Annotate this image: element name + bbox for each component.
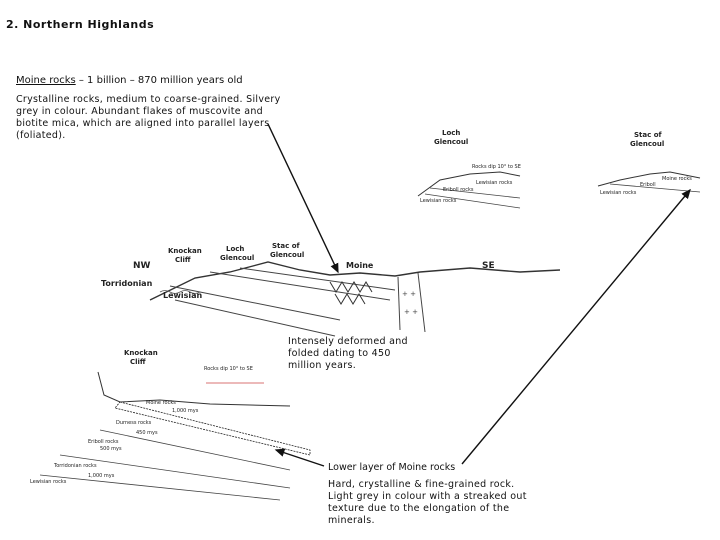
- thrust-line-2: [174, 299, 336, 337]
- knockan-durness-age: 450 mys: [136, 430, 158, 436]
- knockan-cliff-label: Cliff: [175, 256, 191, 264]
- loch-glencoul-label: Loch: [226, 245, 244, 253]
- moine-fold-hatching: [329, 281, 373, 305]
- stac-glencoul-title: Stac of: [634, 131, 663, 139]
- granite-crosses: + +: [402, 290, 416, 298]
- stac-eriboll-label: Eriboll: [640, 182, 656, 188]
- deformed-description: Intensely deformed and folded dating to …: [288, 336, 408, 371]
- knockan-cliff-sketch: Knockan Cliff Rocks dip 10° to SE Moine …: [30, 349, 311, 501]
- stac-moine-label: Moine rocks: [662, 176, 692, 182]
- knockan-eriboll-label: Eriboll rocks: [88, 439, 119, 445]
- loch-glencoul-title: Glencoul: [434, 138, 468, 146]
- knockan-layer-line: [59, 454, 291, 489]
- knockan-title: Knockan: [124, 349, 158, 357]
- loch-glencoul-title: Loch: [442, 129, 460, 137]
- hard-rock-description: Hard, crystalline & fine-grained rock. L…: [328, 479, 527, 526]
- stac-glencoul-label: Glencoul: [270, 251, 304, 259]
- moine-age-line: Moine rocks – 1 billion – 870 million ye…: [16, 75, 243, 86]
- loch-eriboll-label: Eriboll rocks: [443, 187, 474, 193]
- lewisian-label: Lewisian: [163, 291, 203, 300]
- torridonian-label: Torridonian: [101, 279, 153, 288]
- pointer-arrow-stac: [461, 188, 691, 465]
- knockan-torridonian-age: 1,000 mys: [88, 473, 115, 479]
- moine-age: – 1 billion – 870 million years old: [75, 75, 243, 86]
- loch-layer-line: [429, 187, 521, 199]
- knockan-dip-note: Rocks dip 10° to SE: [204, 366, 253, 372]
- knockan-torridonian-label: Torridonian rocks: [53, 463, 97, 469]
- knockan-layer-line: [39, 474, 281, 501]
- loch-surface-line: [417, 171, 521, 197]
- moine-heading: Moine rocks: [16, 75, 76, 86]
- lower-layer-label: Lower layer of Moine rocks: [328, 462, 456, 473]
- knockan-lewisian-label: Lewisian rocks: [30, 479, 67, 485]
- moine-label: Moine: [346, 261, 374, 270]
- knockan-moine-label: Moine rocks: [146, 400, 176, 406]
- loch-lewisian-lower-label: Lewisian rocks: [420, 198, 457, 204]
- knockan-title: Cliff: [130, 358, 146, 366]
- pointer-arrow-crystalline: [267, 123, 339, 274]
- granite-boundary-right: [417, 272, 426, 333]
- stac-surface-line: [597, 171, 701, 187]
- se-label: SE: [482, 261, 495, 271]
- loch-dip-note: Rocks dip 10° to SE: [472, 164, 521, 170]
- thrust-line-1: [169, 285, 341, 321]
- pointer-arrow-lower-layer: [274, 448, 325, 467]
- knockan-surface-line: [97, 371, 291, 407]
- loch-layer-line: [424, 193, 521, 209]
- page-title: 2. Northern Highlands: [6, 18, 155, 31]
- crystalline-description: Crystalline rocks, medium to coarse-grai…: [16, 94, 281, 141]
- knockan-durness-label: Durness rocks: [116, 420, 152, 426]
- stac-lewisian-label: Lewisian rocks: [600, 190, 637, 196]
- durness-hatched-band: [114, 401, 311, 456]
- cross-section-surface: [149, 261, 561, 301]
- stac-glencoul-sketch: Stac of Glencoul Moine rocks Eriboll Lew…: [597, 131, 701, 196]
- loch-lewisian-upper-label: Lewisian rocks: [476, 180, 513, 186]
- knockan-eriboll-age: 500 mys: [100, 446, 122, 452]
- nw-label: NW: [133, 261, 151, 271]
- granite-boundary-left: [397, 276, 401, 331]
- knockan-layer-line: [99, 429, 291, 471]
- lewisian-wavy-line: [159, 290, 201, 294]
- stac-glencoul-label: Stac of: [272, 242, 301, 250]
- granite-crosses: + +: [404, 308, 418, 316]
- loch-glencoul-sketch: Loch Glencoul Rocks dip 10° to SE Lewisi…: [417, 129, 521, 209]
- thrust-line-4: [239, 267, 396, 291]
- loch-glencoul-label: Glencoul: [220, 254, 254, 262]
- cross-section: + + + + NW SE Knockan Cliff Loch Glencou…: [101, 242, 561, 337]
- knockan-moine-age: 1,000 mys: [172, 408, 199, 414]
- stac-glencoul-title: Glencoul: [630, 140, 664, 148]
- knockan-cliff-label: Knockan: [168, 247, 202, 255]
